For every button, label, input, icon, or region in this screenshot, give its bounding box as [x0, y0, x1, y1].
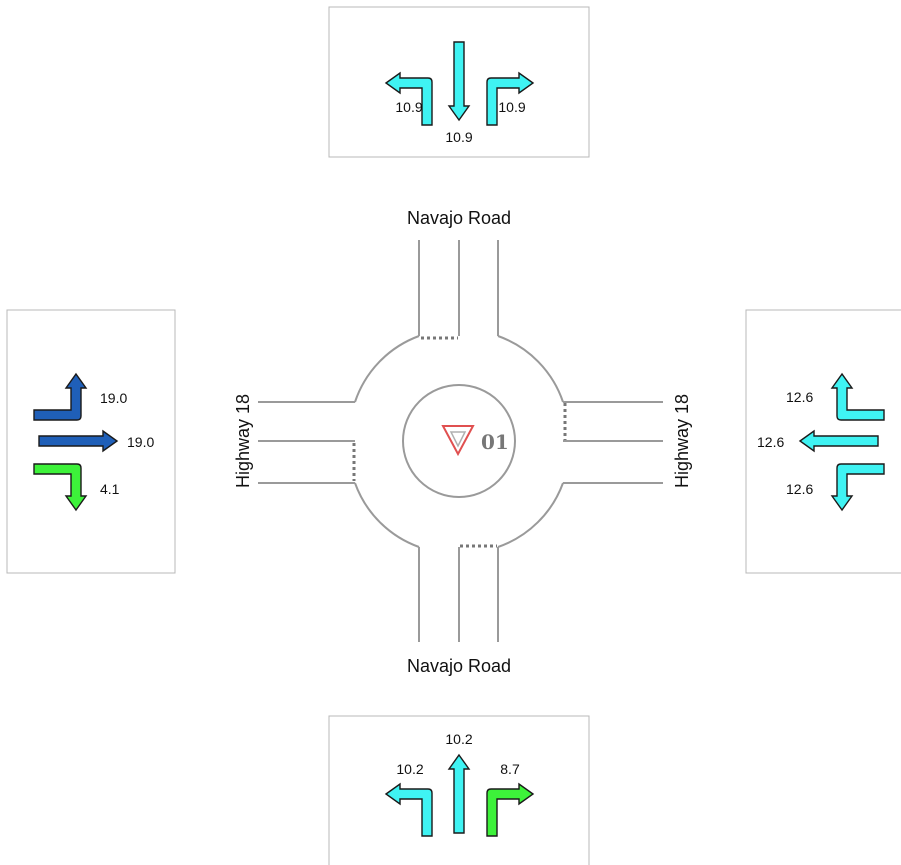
- road-label-east: Highway 18: [672, 394, 692, 488]
- value-south-right: 8.7: [500, 761, 520, 777]
- value-west-through: 19.0: [127, 434, 154, 450]
- panel-north: 10.9 10.9 10.9: [328, 6, 590, 158]
- value-north-right: 10.9: [498, 99, 525, 115]
- panel-south: 10.2 10.2 8.7: [328, 715, 590, 865]
- value-east-right: 12.6: [786, 389, 813, 405]
- road-geometry: [258, 240, 663, 642]
- value-south-left: 10.2: [396, 761, 423, 777]
- node-id-label: 01: [481, 430, 509, 454]
- value-west-left: 19.0: [100, 390, 127, 406]
- panel-east: 12.6 12.6 12.6: [745, 309, 901, 574]
- value-north-through: 10.9: [445, 129, 472, 145]
- value-north-left: 10.9: [395, 99, 422, 115]
- value-east-through: 12.6: [757, 434, 784, 450]
- road-label-north: Navajo Road: [407, 208, 511, 228]
- road-label-west: Highway 18: [233, 394, 253, 488]
- value-east-left: 12.6: [786, 481, 813, 497]
- panel-west: 19.0 19.0 4.1: [6, 309, 176, 574]
- yield-sign-icon: [441, 425, 475, 457]
- road-label-south: Navajo Road: [407, 656, 511, 676]
- value-south-through: 10.2: [445, 731, 472, 747]
- value-west-right: 4.1: [100, 481, 120, 497]
